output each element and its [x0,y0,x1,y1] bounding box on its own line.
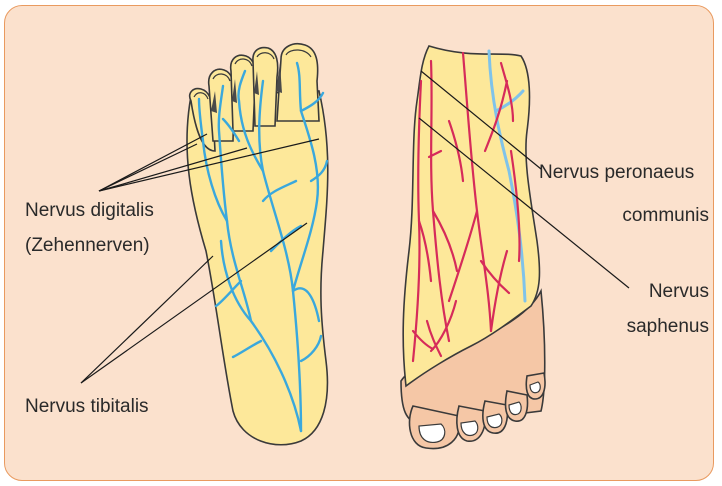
illustration-panel: Nervus digitalis (Zehennerven) Nervus ti… [4,5,714,481]
label-zehennerven: (Zehennerven) [25,235,150,256]
left-foot-plantar [187,44,328,445]
label-nervus-digitalis: Nervus digitalis [25,200,154,221]
label-nervus-peronaeus: Nervus peronaeus [539,162,694,183]
label-nervus-tibitalis: Nervus tibitalis [25,396,149,417]
leader-lines [81,71,629,383]
label-saphenus: saphenus [627,316,709,337]
left-toe-1 [277,44,319,121]
right-foot-dorsal [401,46,545,449]
label-nervus: Nervus [649,281,709,302]
label-communis: communis [622,205,709,226]
foot-nerves-diagram: Nervus digitalis (Zehennerven) Nervus ti… [5,6,714,481]
